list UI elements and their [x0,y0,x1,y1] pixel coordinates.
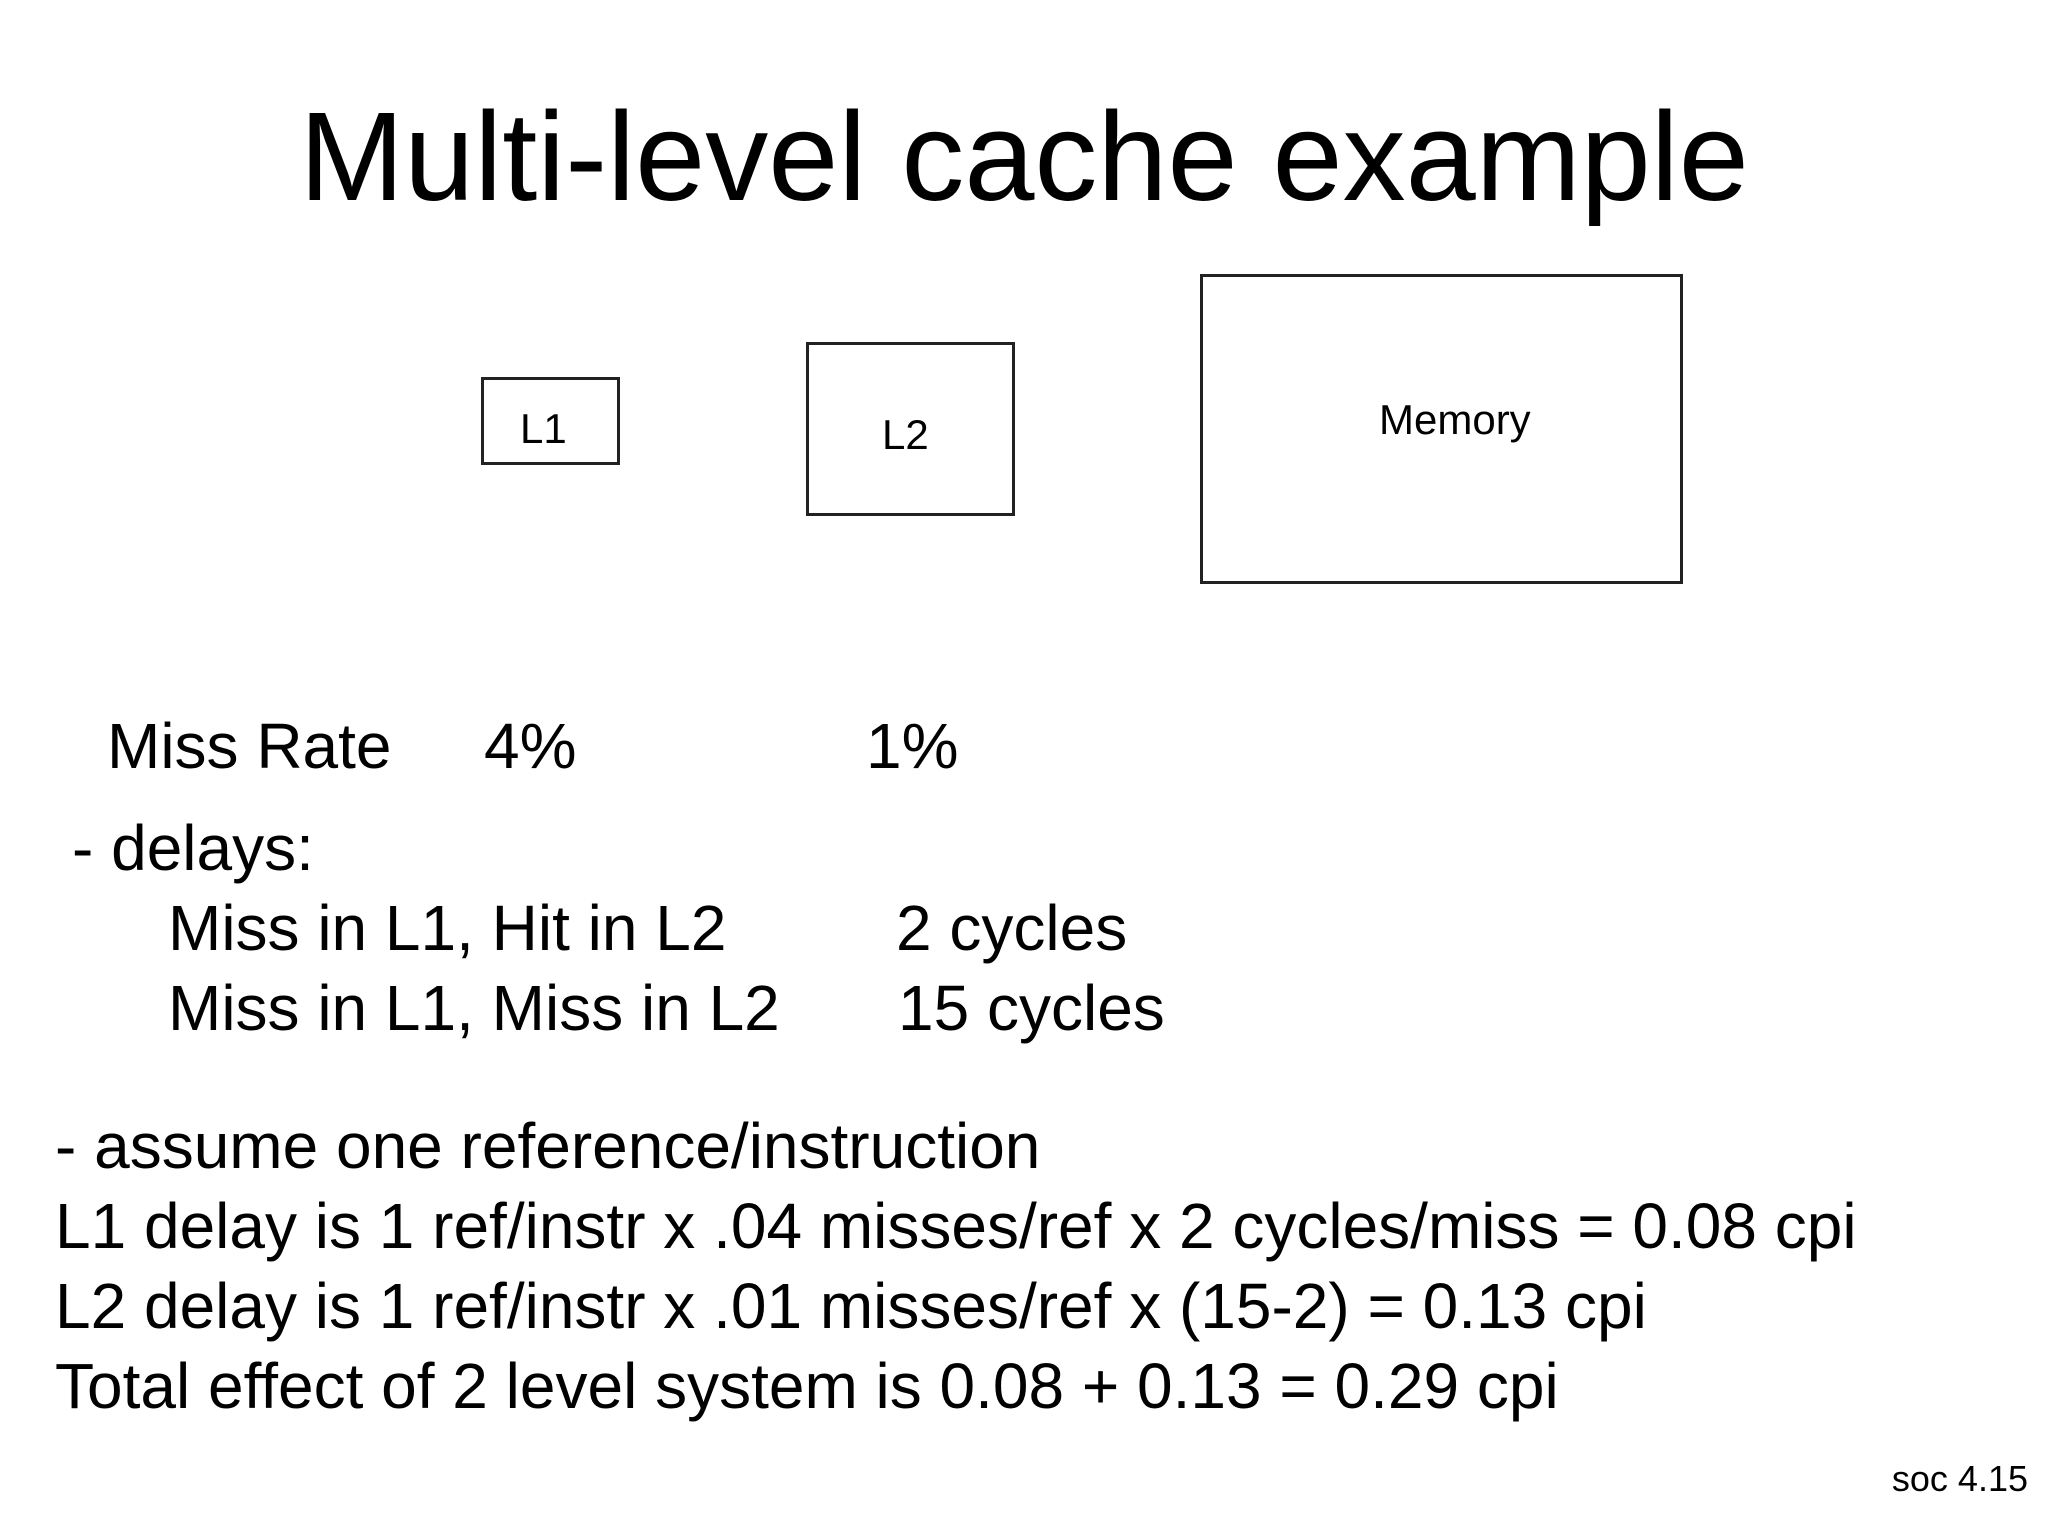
miss-rate-label: Miss Rate [107,710,392,782]
l2-label: L2 [882,411,929,458]
delays-heading: - delays: [72,812,314,884]
l1-delay-line: L1 delay is 1 ref/instr x .04 misses/ref… [55,1190,1857,1262]
l2-miss-rate: 1% [866,710,959,782]
l2-cache-box: L2 [806,342,1015,516]
memory-box: Memory [1200,274,1683,584]
delay-value-hit-l2: 2 cycles [896,892,1128,964]
total-effect-line: Total effect of 2 level system is 0.08 +… [55,1350,1559,1422]
slide-footer: soc 4.15 [1891,1458,2028,1499]
memory-label: Memory [1379,396,1531,443]
slide-title: Multi-level cache example [299,86,1749,227]
l1-cache-box: L1 [481,377,620,465]
l2-delay-line: L2 delay is 1 ref/instr x .01 misses/ref… [55,1270,1647,1342]
l1-miss-rate: 4% [484,710,577,782]
delay-case-miss-l2: Miss in L1, Miss in L2 [168,972,780,1044]
delay-value-miss-l2: 15 cycles [898,972,1165,1044]
assumption-line: - assume one reference/instruction [55,1110,1041,1182]
l1-label: L1 [520,405,567,452]
delay-case-hit-l2: Miss in L1, Hit in L2 [168,892,727,964]
